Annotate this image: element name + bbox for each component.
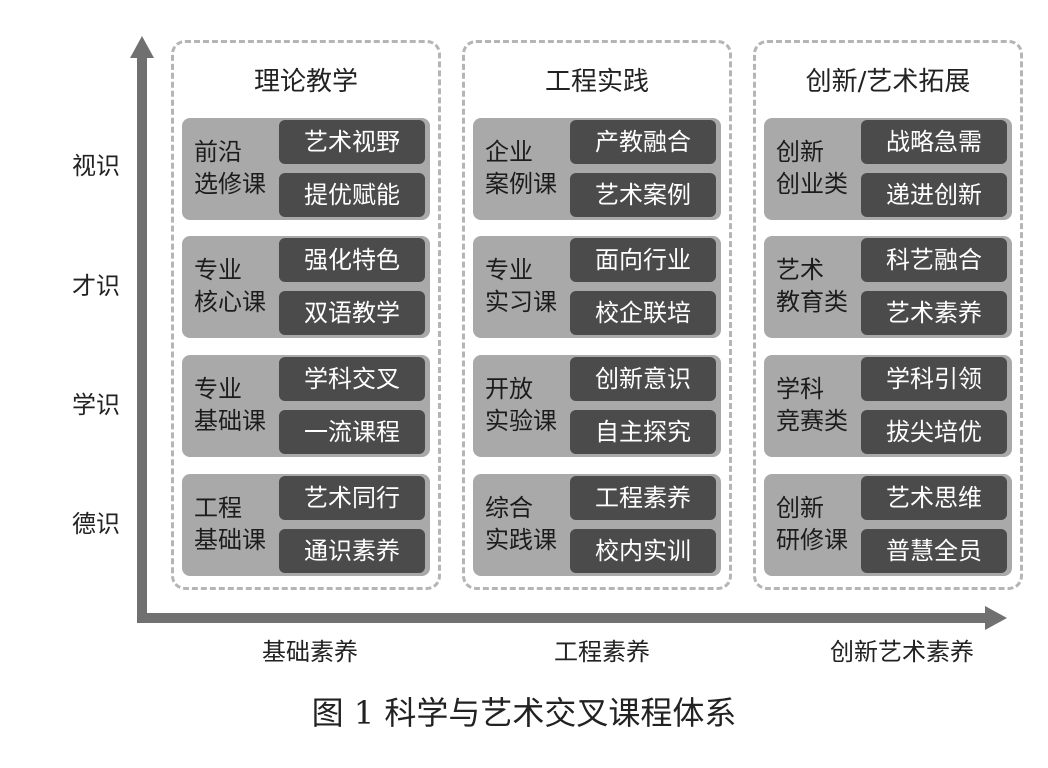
figure-caption: 图 1 科学与艺术交叉课程体系 <box>311 694 737 732</box>
group-label-line: 艺术 <box>776 256 824 284</box>
chip: 校企联培 <box>570 291 716 335</box>
chip: 通识素养 <box>279 529 425 573</box>
panel-engineering-practice: 工程实践 企业 案例课 产教融合 艺术案例 专业 实习课 面向行业 校企联培 开… <box>462 40 732 590</box>
row-label-shishi: 视识 <box>72 152 120 180</box>
chip: 学科引领 <box>861 357 1007 401</box>
group-label-line: 核心课 <box>194 288 266 316</box>
group-major-internship: 专业 实习课 面向行业 校企联培 <box>473 236 721 338</box>
group-frontier-elective: 前沿 选修课 艺术视野 提优赋能 <box>182 118 430 220</box>
chip: 艺术案例 <box>570 173 716 217</box>
chip: 一流课程 <box>279 410 425 454</box>
chip: 拔尖培优 <box>861 410 1007 454</box>
group-label-line: 教育类 <box>776 288 848 316</box>
row-label-xueshi: 学识 <box>72 391 120 419</box>
col-label-basic: 基础素养 <box>262 638 358 666</box>
chip: 产教融合 <box>570 120 716 164</box>
x-axis-arrow-icon <box>985 606 1007 630</box>
chip: 艺术思维 <box>861 476 1007 520</box>
group-label: 创新 研修课 <box>776 492 848 556</box>
group-label: 专业 实习课 <box>485 254 557 318</box>
group-label-line: 专业 <box>194 256 242 284</box>
group-comprehensive-practice: 综合 实践课 工程素养 校内实训 <box>473 474 721 576</box>
group-major-core: 专业 核心课 强化特色 双语教学 <box>182 236 430 338</box>
chip: 双语教学 <box>279 291 425 335</box>
group-art-education: 艺术 教育类 科艺融合 艺术素养 <box>764 236 1012 338</box>
chip: 提优赋能 <box>279 173 425 217</box>
group-innovation-entrepreneurship: 创新 创业类 战略急需 递进创新 <box>764 118 1012 220</box>
group-label-line: 创业类 <box>776 170 848 198</box>
chip: 艺术同行 <box>279 476 425 520</box>
chip: 科艺融合 <box>861 238 1007 282</box>
row-label-deshi: 德识 <box>72 510 120 538</box>
group-label-line: 案例课 <box>485 170 557 198</box>
group-label-line: 综合 <box>485 494 533 522</box>
group-label-line: 实践课 <box>485 526 557 554</box>
group-innovation-seminar: 创新 研修课 艺术思维 普慧全员 <box>764 474 1012 576</box>
group-label-line: 实验课 <box>485 407 557 435</box>
chip: 创新意识 <box>570 357 716 401</box>
group-label-line: 工程 <box>194 494 242 522</box>
chip: 艺术视野 <box>279 120 425 164</box>
panel-theory: 理论教学 前沿 选修课 艺术视野 提优赋能 专业 核心课 强化特色 双语教学 专… <box>171 40 441 590</box>
chip: 自主探究 <box>570 410 716 454</box>
chip: 艺术素养 <box>861 291 1007 335</box>
y-axis <box>137 56 147 623</box>
group-label-line: 开放 <box>485 375 533 403</box>
group-enterprise-case: 企业 案例课 产教融合 艺术案例 <box>473 118 721 220</box>
group-label: 专业 核心课 <box>194 254 266 318</box>
group-label-line: 基础课 <box>194 407 266 435</box>
panel-innovation-art: 创新/艺术拓展 创新 创业类 战略急需 递进创新 艺术 教育类 科艺融合 艺术素… <box>753 40 1023 590</box>
group-label-line: 学科 <box>776 375 824 403</box>
panel-title: 工程实践 <box>544 67 649 97</box>
col-label-innovation: 创新艺术素养 <box>830 638 974 666</box>
group-engineering-foundation: 工程 基础课 艺术同行 通识素养 <box>182 474 430 576</box>
group-label-line: 创新 <box>776 138 824 166</box>
group-label-line: 研修课 <box>776 526 848 554</box>
panel-title: 理论教学 <box>253 67 358 97</box>
group-discipline-competition: 学科 竞赛类 学科引领 拔尖培优 <box>764 355 1012 457</box>
group-label-line: 前沿 <box>194 138 242 166</box>
group-label: 创新 创业类 <box>776 136 848 200</box>
group-label: 前沿 选修课 <box>194 136 266 200</box>
group-label: 学科 竞赛类 <box>776 373 848 437</box>
group-open-experiment: 开放 实验课 创新意识 自主探究 <box>473 355 721 457</box>
row-label-caishi: 才识 <box>72 272 120 300</box>
group-label-line: 实习课 <box>485 288 557 316</box>
group-label: 工程 基础课 <box>194 492 266 556</box>
col-label-engineering: 工程素养 <box>554 638 650 666</box>
panel-title: 创新/艺术拓展 <box>805 67 971 97</box>
group-label: 企业 案例课 <box>485 136 557 200</box>
group-major-foundation: 专业 基础课 学科交叉 一流课程 <box>182 355 430 457</box>
group-label: 开放 实验课 <box>485 373 557 437</box>
group-label-line: 专业 <box>194 375 242 403</box>
group-label-line: 企业 <box>485 138 533 166</box>
group-label-line: 选修课 <box>194 170 266 198</box>
group-label: 专业 基础课 <box>194 373 266 437</box>
chip: 强化特色 <box>279 238 425 282</box>
chip: 校内实训 <box>570 529 716 573</box>
group-label: 综合 实践课 <box>485 492 557 556</box>
group-label: 艺术 教育类 <box>776 254 848 318</box>
chip: 面向行业 <box>570 238 716 282</box>
x-axis <box>137 613 987 623</box>
chip: 战略急需 <box>861 120 1007 164</box>
group-label-line: 竞赛类 <box>776 407 848 435</box>
group-label-line: 创新 <box>776 494 824 522</box>
group-label-line: 专业 <box>485 256 533 284</box>
chip: 递进创新 <box>861 173 1007 217</box>
chip: 工程素养 <box>570 476 716 520</box>
y-axis-arrow-icon <box>130 36 154 58</box>
chip: 学科交叉 <box>279 357 425 401</box>
group-label-line: 基础课 <box>194 526 266 554</box>
chip: 普慧全员 <box>861 529 1007 573</box>
